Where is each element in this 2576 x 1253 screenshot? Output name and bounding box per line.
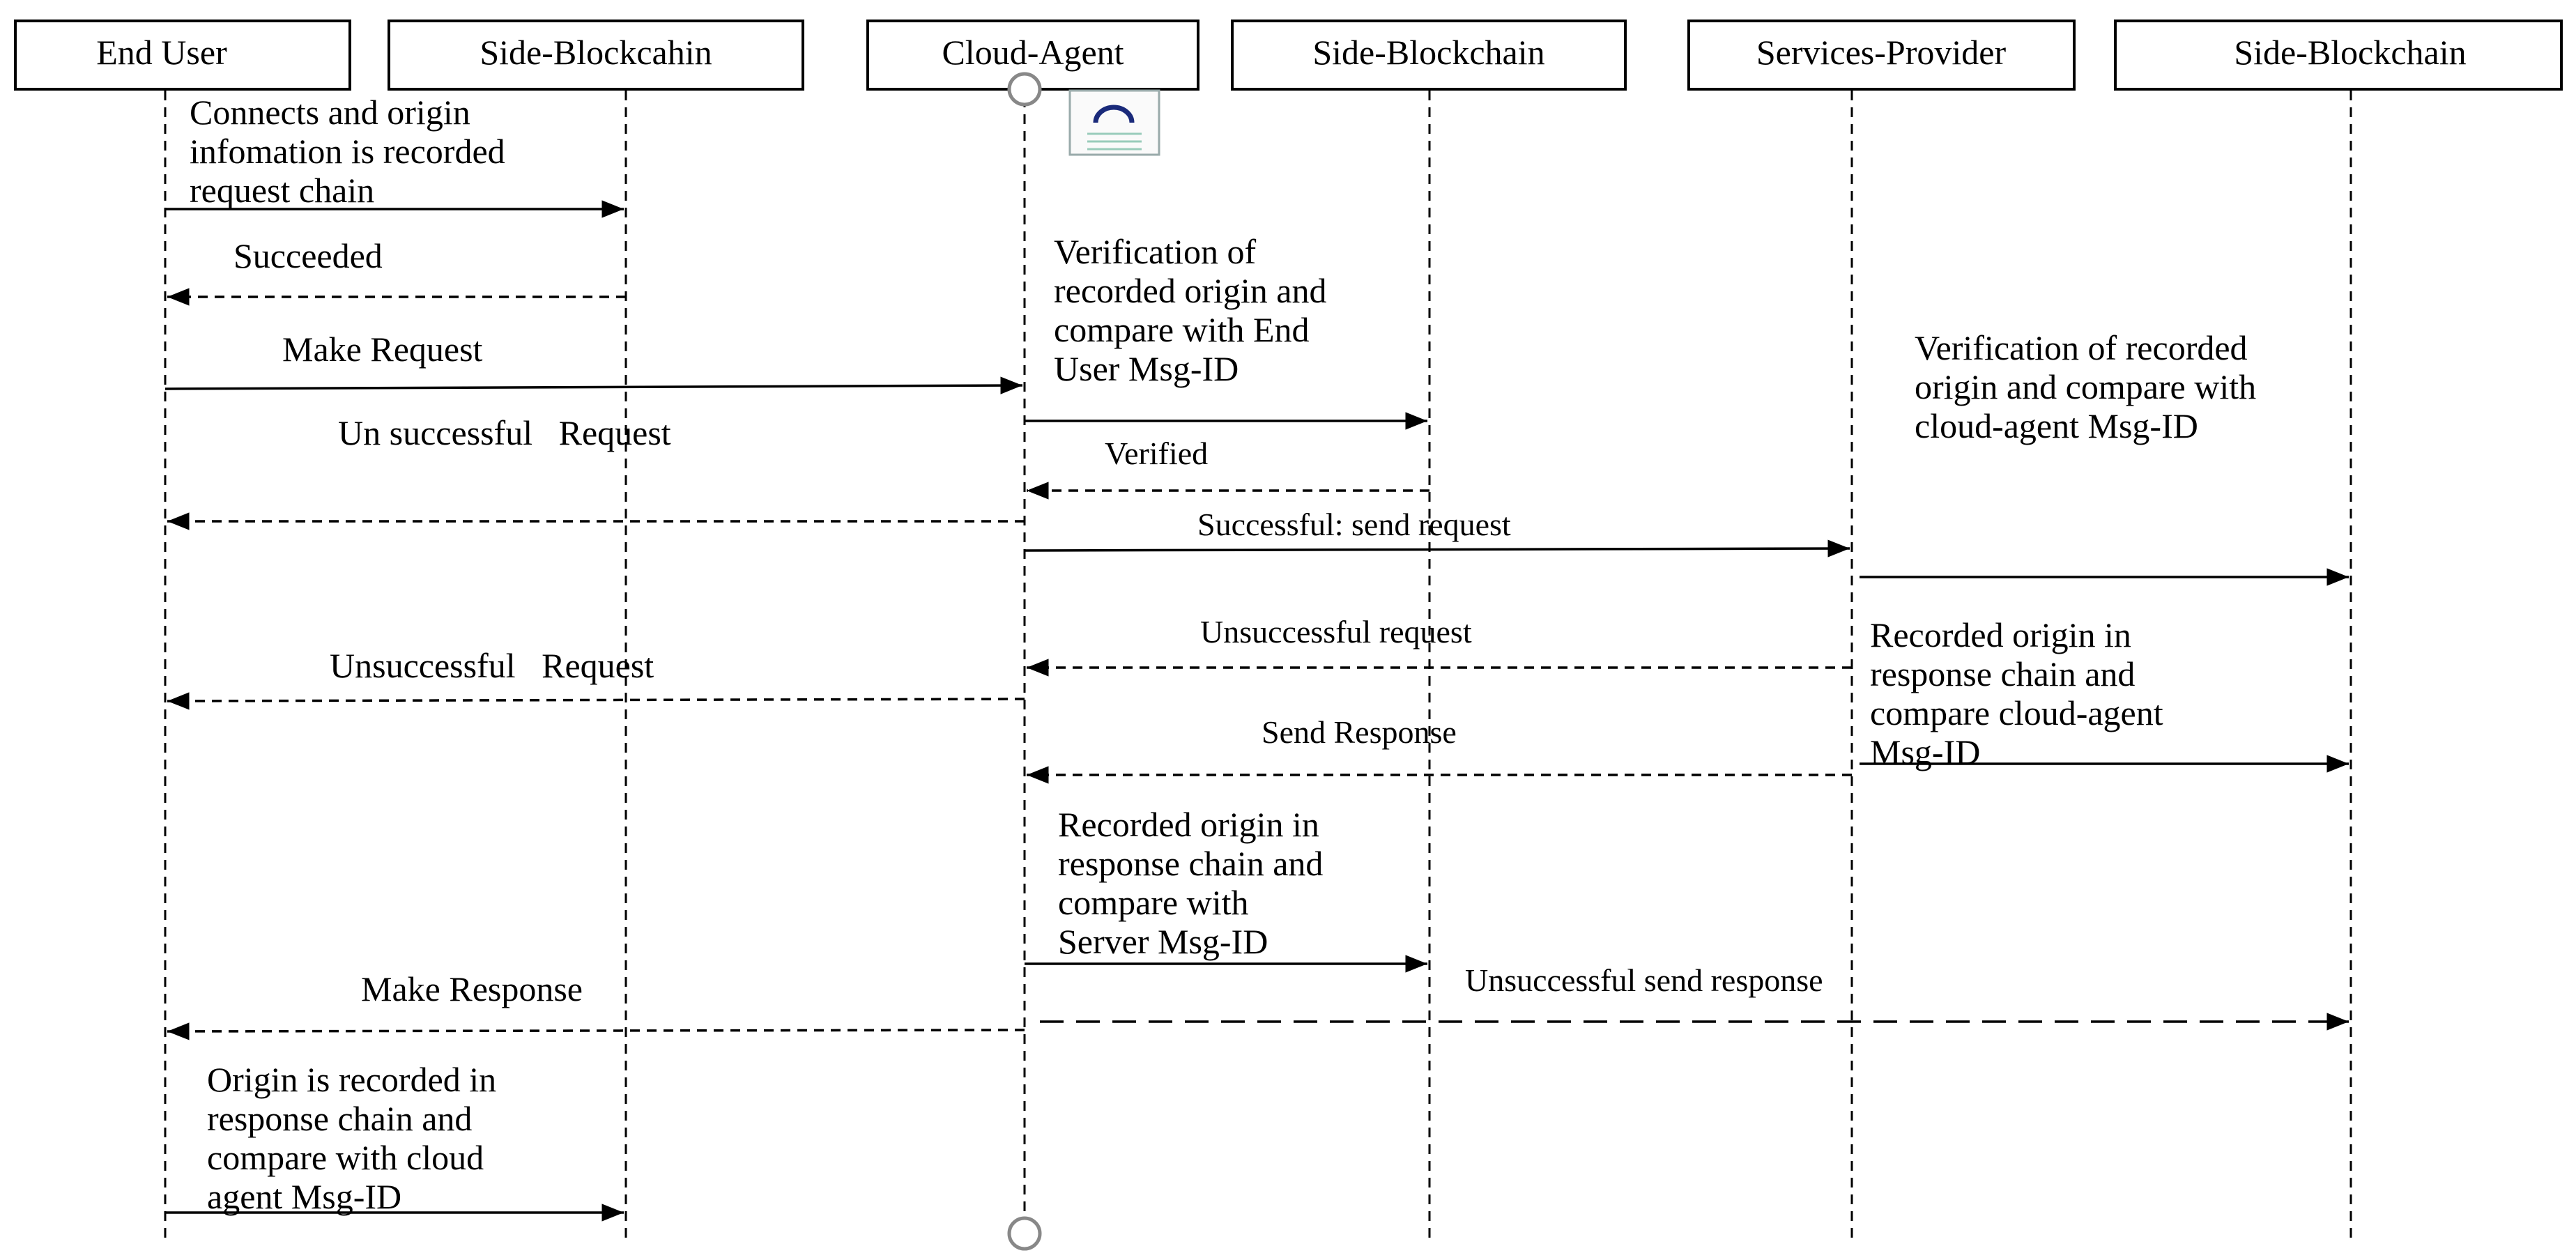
- lifeline-end-circle: [1007, 1216, 1042, 1251]
- label-send-response: Send Response: [1262, 714, 1457, 750]
- note-line: compare with: [1058, 883, 1249, 922]
- note-line: response chain and: [1058, 844, 1323, 883]
- actor-label: Side-Blockcahin: [480, 33, 712, 72]
- note-line: response chain and: [207, 1099, 472, 1138]
- note-line: Recorded origin in: [1058, 805, 1319, 844]
- label-unsuccessful-request-2: Unsuccessful Request: [330, 646, 654, 685]
- note-line: Recorded origin in: [1870, 615, 2131, 654]
- note-line: Server Msg-ID: [1058, 922, 1268, 961]
- label-unsuccessful-request-provider: Unsuccessful request: [1200, 614, 1472, 649]
- arrow-make-request: [164, 376, 1023, 394]
- note-line: compare cloud-agent: [1870, 693, 2163, 732]
- note-line: Msg-ID: [1870, 732, 1980, 771]
- label-succeeded: Succeeded: [233, 236, 383, 275]
- actor-label: Side-Blockchain: [1312, 33, 1544, 72]
- actor-end-user: End User: [14, 20, 351, 91]
- note-line: cloud-agent Msg-ID: [1915, 406, 2198, 445]
- note-connects: Connects and origin infomation is record…: [190, 93, 514, 210]
- note-line: Verification of: [1054, 232, 1257, 271]
- note-line: agent Msg-ID: [207, 1177, 401, 1216]
- arrow-make-response: [167, 1022, 1025, 1040]
- actor-side-blockchain-3: Side-Blockchain: [2114, 20, 2563, 91]
- note-line: origin and compare with: [1915, 367, 2256, 406]
- actor-label: Cloud-Agent: [942, 33, 1124, 72]
- actor-label: Side-Blockchain: [2234, 33, 2466, 72]
- label-verified: Verified: [1105, 436, 1208, 471]
- actor-side-blockchain-1: Side-Blockcahin: [388, 20, 804, 91]
- arrow-successful-send-request: [1024, 539, 1850, 558]
- note-origin-end-user: Origin is recorded in response chain and…: [207, 1060, 505, 1216]
- arrow-unsuccessful-request-2: [167, 692, 1025, 710]
- actor-label: Services-Provider: [1756, 33, 2007, 72]
- label-unsuccessful-request-1: Un successful Request: [338, 413, 671, 452]
- lifeline-start-circle: [1007, 72, 1042, 107]
- note-line: User Msg-ID: [1054, 349, 1239, 388]
- document-icon: [1068, 89, 1160, 156]
- note-line: request chain: [190, 171, 374, 210]
- note-line: compare with End: [1054, 310, 1310, 349]
- note-verification-provider: Verification of recorded origin and comp…: [1915, 328, 2265, 445]
- label-successful-send-request: Successful: send request: [1197, 507, 1511, 542]
- label-make-response: Make Response: [361, 969, 583, 1008]
- note-line: recorded origin and: [1054, 271, 1327, 310]
- note-line: infomation is recorded: [190, 132, 505, 171]
- note-line: response chain and: [1870, 654, 2135, 693]
- actor-label: End User: [96, 33, 227, 72]
- actor-services-provider: Services-Provider: [1687, 20, 2076, 91]
- actor-side-blockchain-2: Side-Blockchain: [1231, 20, 1627, 91]
- note-recorded-cloud: Recorded origin in response chain and co…: [1058, 805, 1332, 961]
- note-line: Verification of recorded: [1915, 328, 2248, 367]
- note-verification-cloud: Verification of recorded origin and comp…: [1054, 232, 1335, 388]
- label-make-request: Make Request: [282, 330, 483, 369]
- note-line: Connects and origin: [190, 93, 470, 132]
- label-unsuccessful-send-response: Unsuccessful send response: [1465, 962, 1823, 998]
- note-recorded-provider: Recorded origin in response chain and co…: [1870, 615, 2172, 771]
- note-line: compare with cloud: [207, 1138, 484, 1177]
- note-line: Origin is recorded in: [207, 1060, 496, 1099]
